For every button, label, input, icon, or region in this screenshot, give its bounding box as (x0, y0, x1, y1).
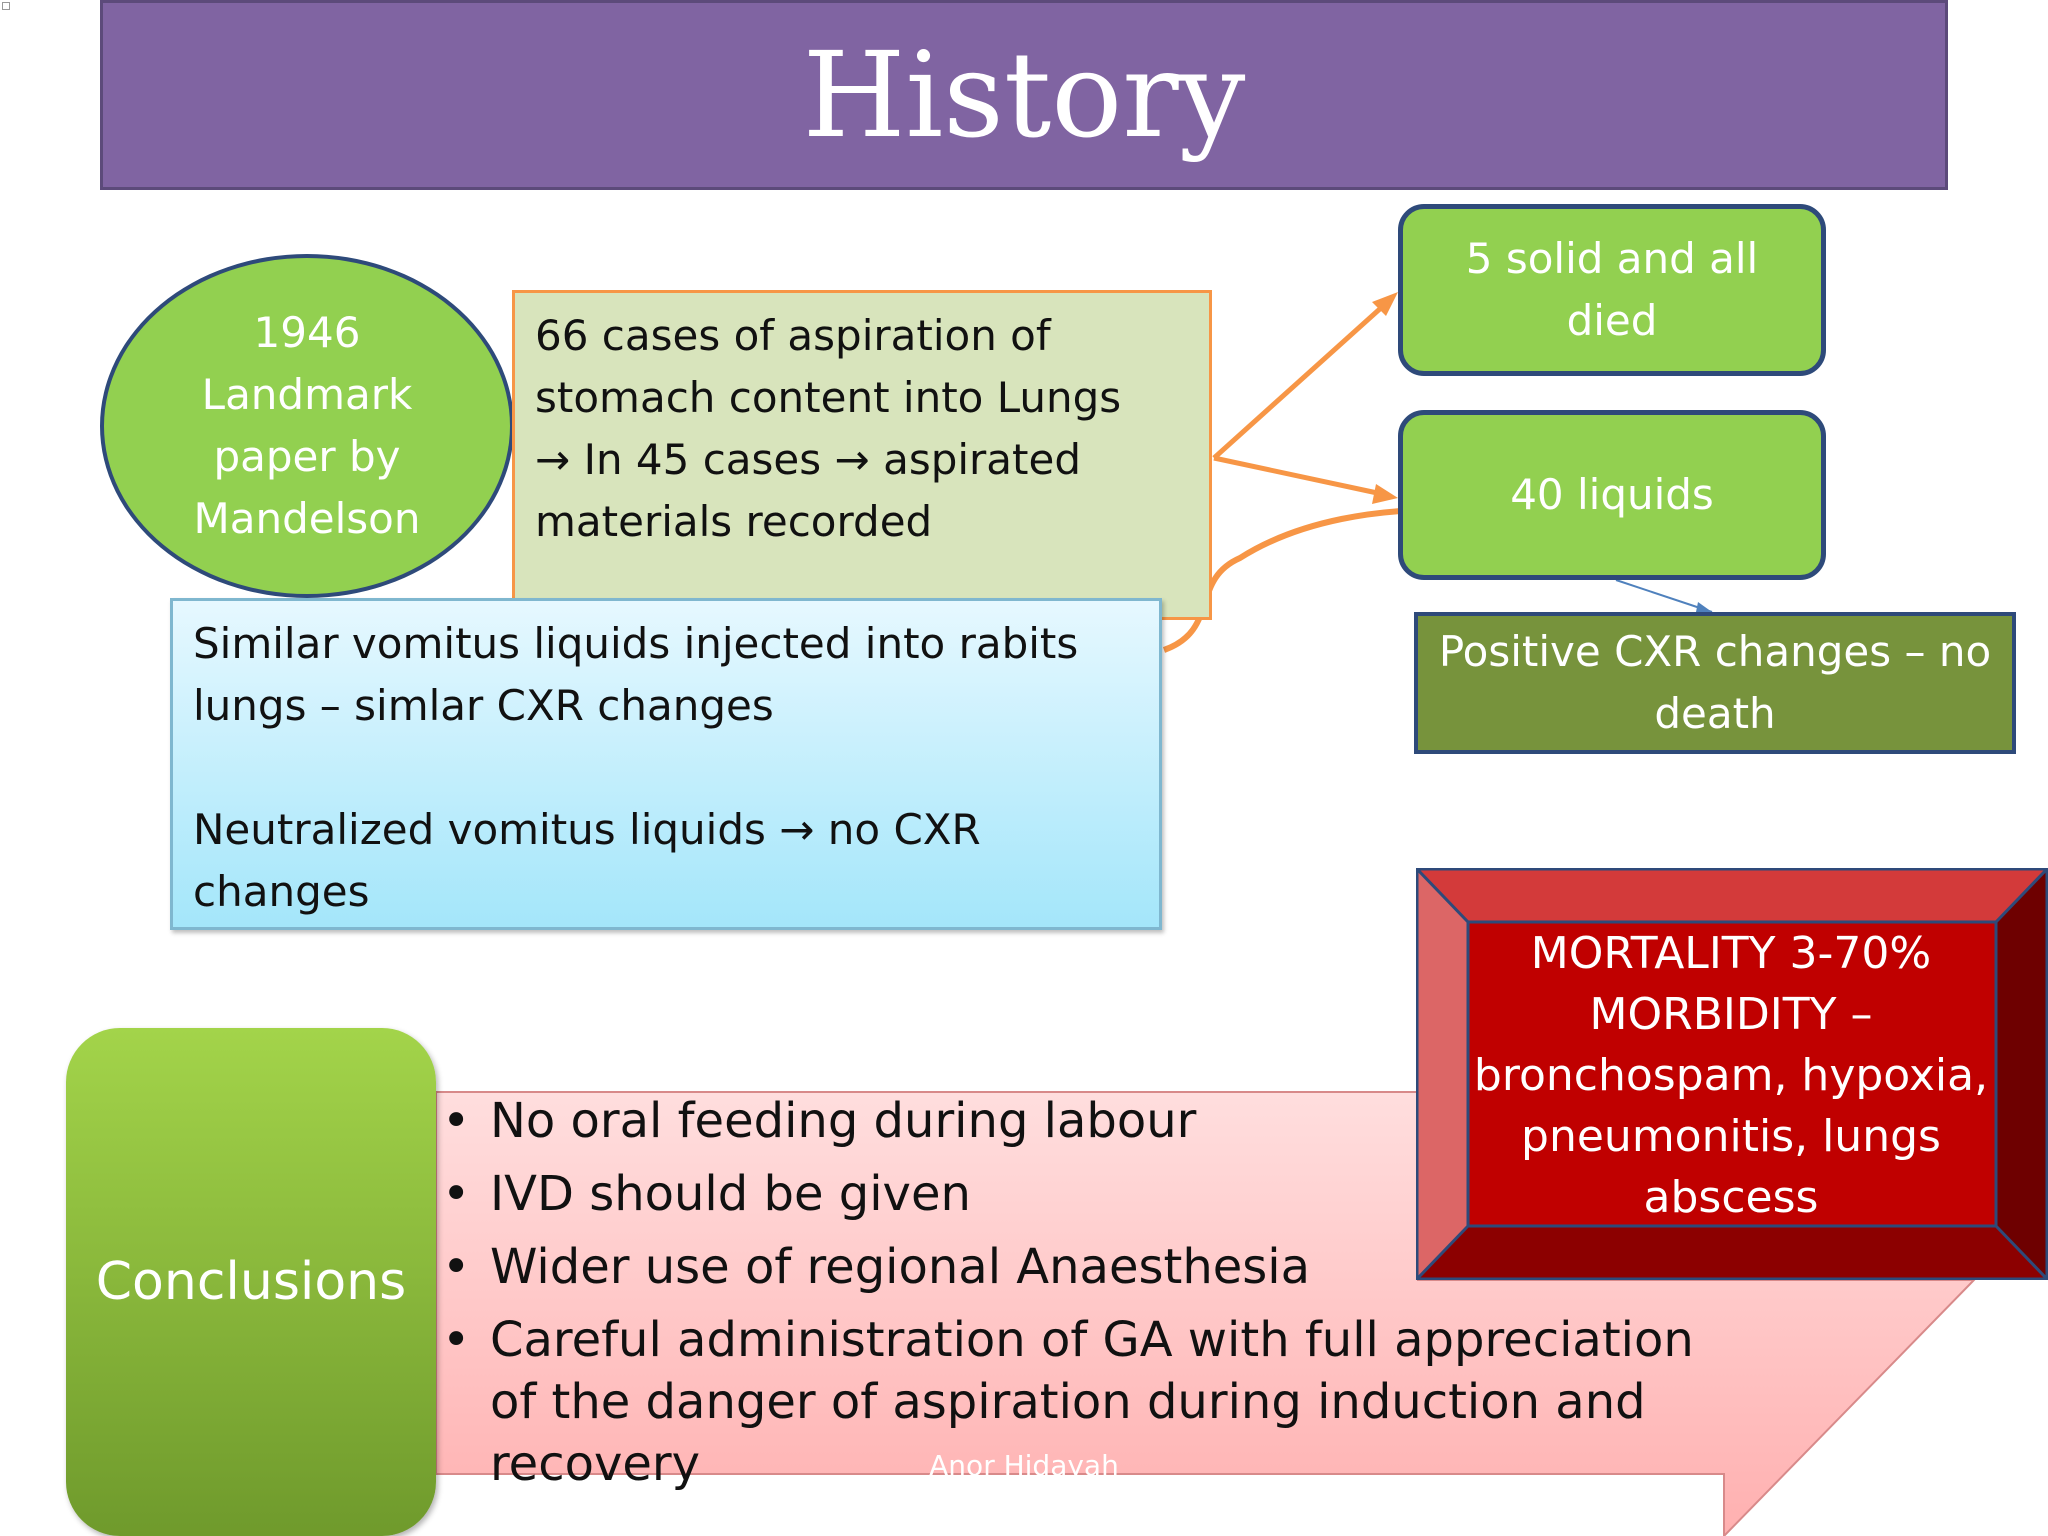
cases-box: 66 cases of aspiration of stomach conten… (512, 290, 1212, 620)
liquids-outcome-box: 40 liquids (1398, 410, 1826, 580)
mortality-text: MORTALITY 3-70% MORBIDITY – bronchospam,… (1473, 927, 1989, 1223)
arrow-to-liquids (1213, 455, 1383, 497)
landmark-year: 1946 (253, 308, 361, 357)
arrow-head-positive (1696, 602, 1712, 612)
right-arrow-icon: → (834, 435, 870, 484)
cases-line: stomach content into Lungs (535, 373, 1122, 422)
positive-cxr-box: Positive CXR changes – no death (1414, 612, 2016, 754)
arrow-to-positive (1615, 579, 1713, 613)
conclusion-item: No oral feeding during labour (438, 1090, 1738, 1152)
cases-line: materials recorded (535, 497, 933, 546)
rabbit-line: lungs – simlar CXR changes (193, 681, 774, 730)
cases-line: 66 cases of aspiration of (535, 311, 1051, 360)
right-arrow-icon: → (535, 435, 571, 484)
conclusion-item: Wider use of regional Anaesthesia (438, 1236, 1738, 1298)
landmark-line: Landmark (201, 370, 413, 419)
blank-line (193, 737, 1139, 799)
landmark-line: paper by (213, 432, 401, 481)
footer-author: Anor Hidayah (929, 1449, 1119, 1482)
conclusions-label: Conclusions (95, 1252, 407, 1312)
broken-image-icon (2, 2, 10, 10)
right-arrow-icon: → (779, 805, 815, 854)
rabbit-line: Neutralized vomitus liquids → no CXR (193, 805, 981, 854)
arrow-head-solid (1372, 292, 1398, 316)
rabbit-line: Similar vomitus liquids injected into ra… (193, 619, 1079, 668)
arrow-head-liquids (1372, 484, 1398, 504)
rabbit-experiment-box: Similar vomitus liquids injected into ra… (170, 598, 1162, 930)
landmark-line: Mandelson (193, 494, 421, 543)
cases-line: → In 45 cases → aspirated (535, 435, 1081, 484)
mortality-bevel-box (1416, 868, 2048, 1280)
arrow-to-solid (1212, 296, 1394, 460)
title-bar: History (100, 0, 1948, 190)
rabbit-line: changes (193, 867, 370, 916)
curved-connector (1162, 506, 1453, 653)
conclusions-list: No oral feeding during labour IVD should… (438, 1090, 1738, 1506)
slide-title: History (802, 26, 1246, 164)
conclusions-box: Conclusions (66, 1028, 436, 1536)
conclusion-item: IVD should be given (438, 1163, 1738, 1225)
solid-outcome-box: 5 solid and all died (1398, 204, 1826, 376)
landmark-ellipse: 1946 Landmark paper by Mandelson (100, 254, 514, 598)
conclusion-item: Careful administration of GA with full a… (438, 1309, 1738, 1495)
